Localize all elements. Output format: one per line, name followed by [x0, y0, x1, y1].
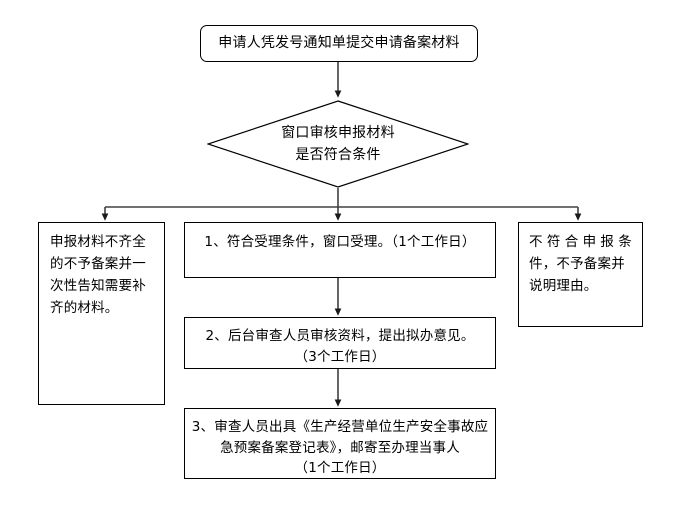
- diamond-shape: [207, 100, 469, 188]
- right-outcome-line-1: 不符合申报条: [529, 234, 632, 250]
- flow-node-right-outcome[interactable]: 不符合申报条 件，不予备案并 说明理由。: [518, 222, 643, 327]
- right-outcome-line-3: 说明理由。: [529, 277, 598, 294]
- flow-node-start-label: 申请人凭发号通知单提交申请备案材料: [218, 34, 460, 51]
- flow-node-step-2[interactable]: 2、后台审查人员审核资料，提出拟办意见。 （3个工作日）: [184, 317, 496, 369]
- connector-decision-to-bus: [105, 188, 578, 208]
- flow-node-left-outcome[interactable]: 申报材料不齐全的不予备案并一次性告知需要补齐的材料。: [38, 222, 165, 405]
- flow-node-step-1-label: 1、符合受理条件，窗口受理。（1个工作日）: [204, 234, 476, 250]
- flow-node-left-outcome-label: 申报材料不齐全的不予备案并一次性告知需要补齐的材料。: [50, 234, 146, 316]
- flow-node-right-outcome-text: 不符合申报条 件，不予备案并 说明理由。: [529, 232, 632, 298]
- flow-node-step-3[interactable]: 3、审查人员出具《生产经营单位生产安全事故应 急预案备案登记表》，邮寄至办理当事…: [184, 408, 496, 479]
- flow-node-step-1[interactable]: 1、符合受理条件，窗口受理。（1个工作日）: [184, 222, 496, 278]
- flow-node-start[interactable]: 申请人凭发号通知单提交申请备案材料: [200, 25, 478, 62]
- flow-node-step-3-label: 3、审查人员出具《生产经营单位生产安全事故应 急预案备案登记表》，邮寄至办理当事…: [191, 419, 489, 477]
- flow-node-decision-label: 窗口审核申报材料 是否符合条件: [281, 124, 395, 163]
- flow-node-step-2-label: 2、后台审查人员审核资料，提出拟办意见。 （3个工作日）: [205, 328, 475, 365]
- flow-node-decision[interactable]: 窗口审核申报材料 是否符合条件: [207, 100, 469, 188]
- right-outcome-line-2: 件，不予备案并: [529, 255, 625, 272]
